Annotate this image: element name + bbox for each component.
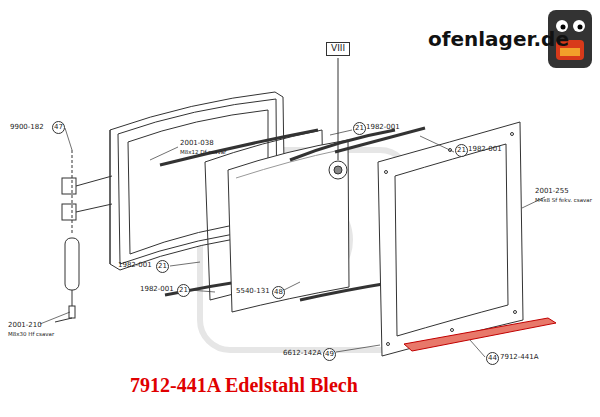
part-number: 1982-001 [366,124,400,132]
callout-number: 21 [177,284,190,297]
callout-number: 44 [486,352,499,365]
callout-number: 48 [272,286,285,299]
part-description: M4x8 Sf fekv. csavar [535,197,592,203]
part-number: 2001-210 [8,322,42,330]
part-number: 7912-441A [500,354,539,362]
callout-number: 47 [52,121,65,134]
callout-number: 21 [353,122,366,135]
view-marker: VIII [326,42,350,56]
callout-number: 21 [455,144,468,157]
part-number: 1982-001 [118,262,152,270]
part-description: M8x30 Hf csavar [8,331,54,337]
callout-number: 49 [323,348,336,361]
part-number: 5540-131 [236,288,270,296]
part-number: 2001-038 [180,140,214,148]
part-description: M8x12 Df csavar [180,149,226,155]
diagram-title: 7912-441A Edelstahl Blech [130,374,358,397]
part-number: 1982-001 [140,286,174,294]
part-number: 1982-001 [468,146,502,154]
part-number: 2001-255 [535,188,569,196]
part-number: 9900-182 [10,124,44,132]
callout-number: 21 [156,260,169,273]
logo-text: ofenlager.de [428,28,569,50]
part-number: 6612-142A [283,350,322,358]
